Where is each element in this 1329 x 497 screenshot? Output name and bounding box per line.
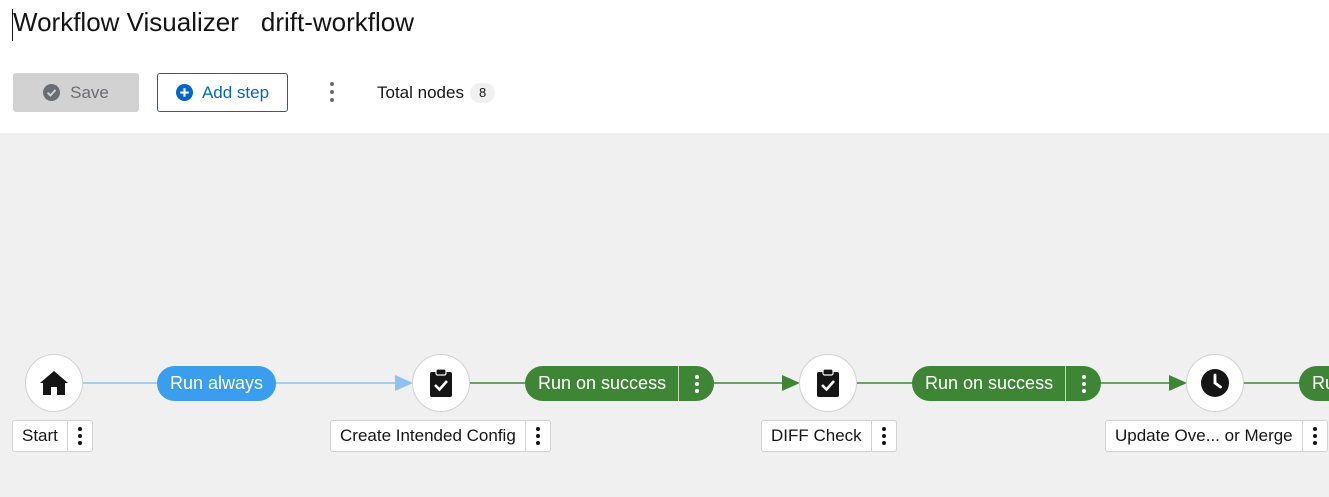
- node-label-update-or-merge[interactable]: Update Ove... or Merge: [1105, 420, 1328, 452]
- link-run-on-success-partial[interactable]: Ru: [1299, 366, 1329, 401]
- node-label-text: Start: [22, 426, 58, 445]
- link-run-always[interactable]: Run always: [157, 366, 277, 401]
- clipboard-check-icon: [817, 368, 839, 397]
- link-kebab-icon[interactable]: [1065, 366, 1101, 401]
- node-kebab-icon[interactable]: [870, 421, 896, 451]
- node-update-or-merge[interactable]: [1186, 354, 1244, 412]
- page-title: Workflow Visualizer drift-workflow: [13, 7, 414, 38]
- node-label-diff-check[interactable]: DIFF Check: [761, 420, 897, 452]
- link-kebab-icon[interactable]: [678, 366, 714, 401]
- node-diff-check[interactable]: [799, 354, 857, 412]
- check-circle-icon: [43, 84, 61, 101]
- node-start[interactable]: [25, 354, 83, 412]
- save-label: Save: [70, 82, 109, 102]
- link-run-on-success[interactable]: Run on success: [525, 366, 715, 401]
- plus-circle-icon: [175, 84, 193, 101]
- link-run-on-success[interactable]: Run on success: [912, 366, 1102, 401]
- workflow-canvas[interactable]: Start Run always Create Intended Config …: [0, 133, 1329, 497]
- toolbar: Save Add step Total nodes 8: [0, 73, 1329, 112]
- workflow-name: drift-workflow: [260, 7, 415, 37]
- node-label-text: Create Intended Config: [340, 426, 516, 445]
- node-label-start[interactable]: Start: [12, 420, 93, 452]
- total-nodes-label: Total nodes: [377, 83, 464, 102]
- title-text: Workflow Visualizer: [13, 7, 239, 37]
- home-icon: [40, 371, 68, 395]
- text-cursor: [12, 9, 13, 41]
- page-header: Workflow Visualizer drift-workflow Save A…: [0, 0, 1329, 133]
- node-label-text: Update Ove... or Merge: [1115, 426, 1293, 445]
- node-label-create-intended-config[interactable]: Create Intended Config: [330, 420, 551, 452]
- link-label: Run always: [170, 373, 264, 393]
- link-label: Run on success: [925, 373, 1054, 393]
- add-step-label: Add step: [201, 82, 270, 102]
- node-kebab-icon[interactable]: [524, 421, 550, 451]
- node-create-intended-config[interactable]: [412, 354, 470, 412]
- total-nodes-badge: 8: [469, 83, 496, 103]
- save-button[interactable]: Save: [13, 73, 139, 112]
- clock-icon: [1201, 369, 1229, 397]
- total-nodes: Total nodes 8: [377, 83, 496, 103]
- node-kebab-icon[interactable]: [1301, 421, 1327, 451]
- node-kebab-icon[interactable]: [66, 421, 92, 451]
- node-label-text: DIFF Check: [771, 426, 862, 445]
- more-actions-kebab-icon[interactable]: [320, 77, 344, 107]
- clipboard-check-icon: [430, 368, 452, 397]
- link-label: Run on success: [538, 373, 667, 393]
- link-label: Ru: [1312, 373, 1329, 393]
- add-step-button[interactable]: Add step: [157, 73, 288, 112]
